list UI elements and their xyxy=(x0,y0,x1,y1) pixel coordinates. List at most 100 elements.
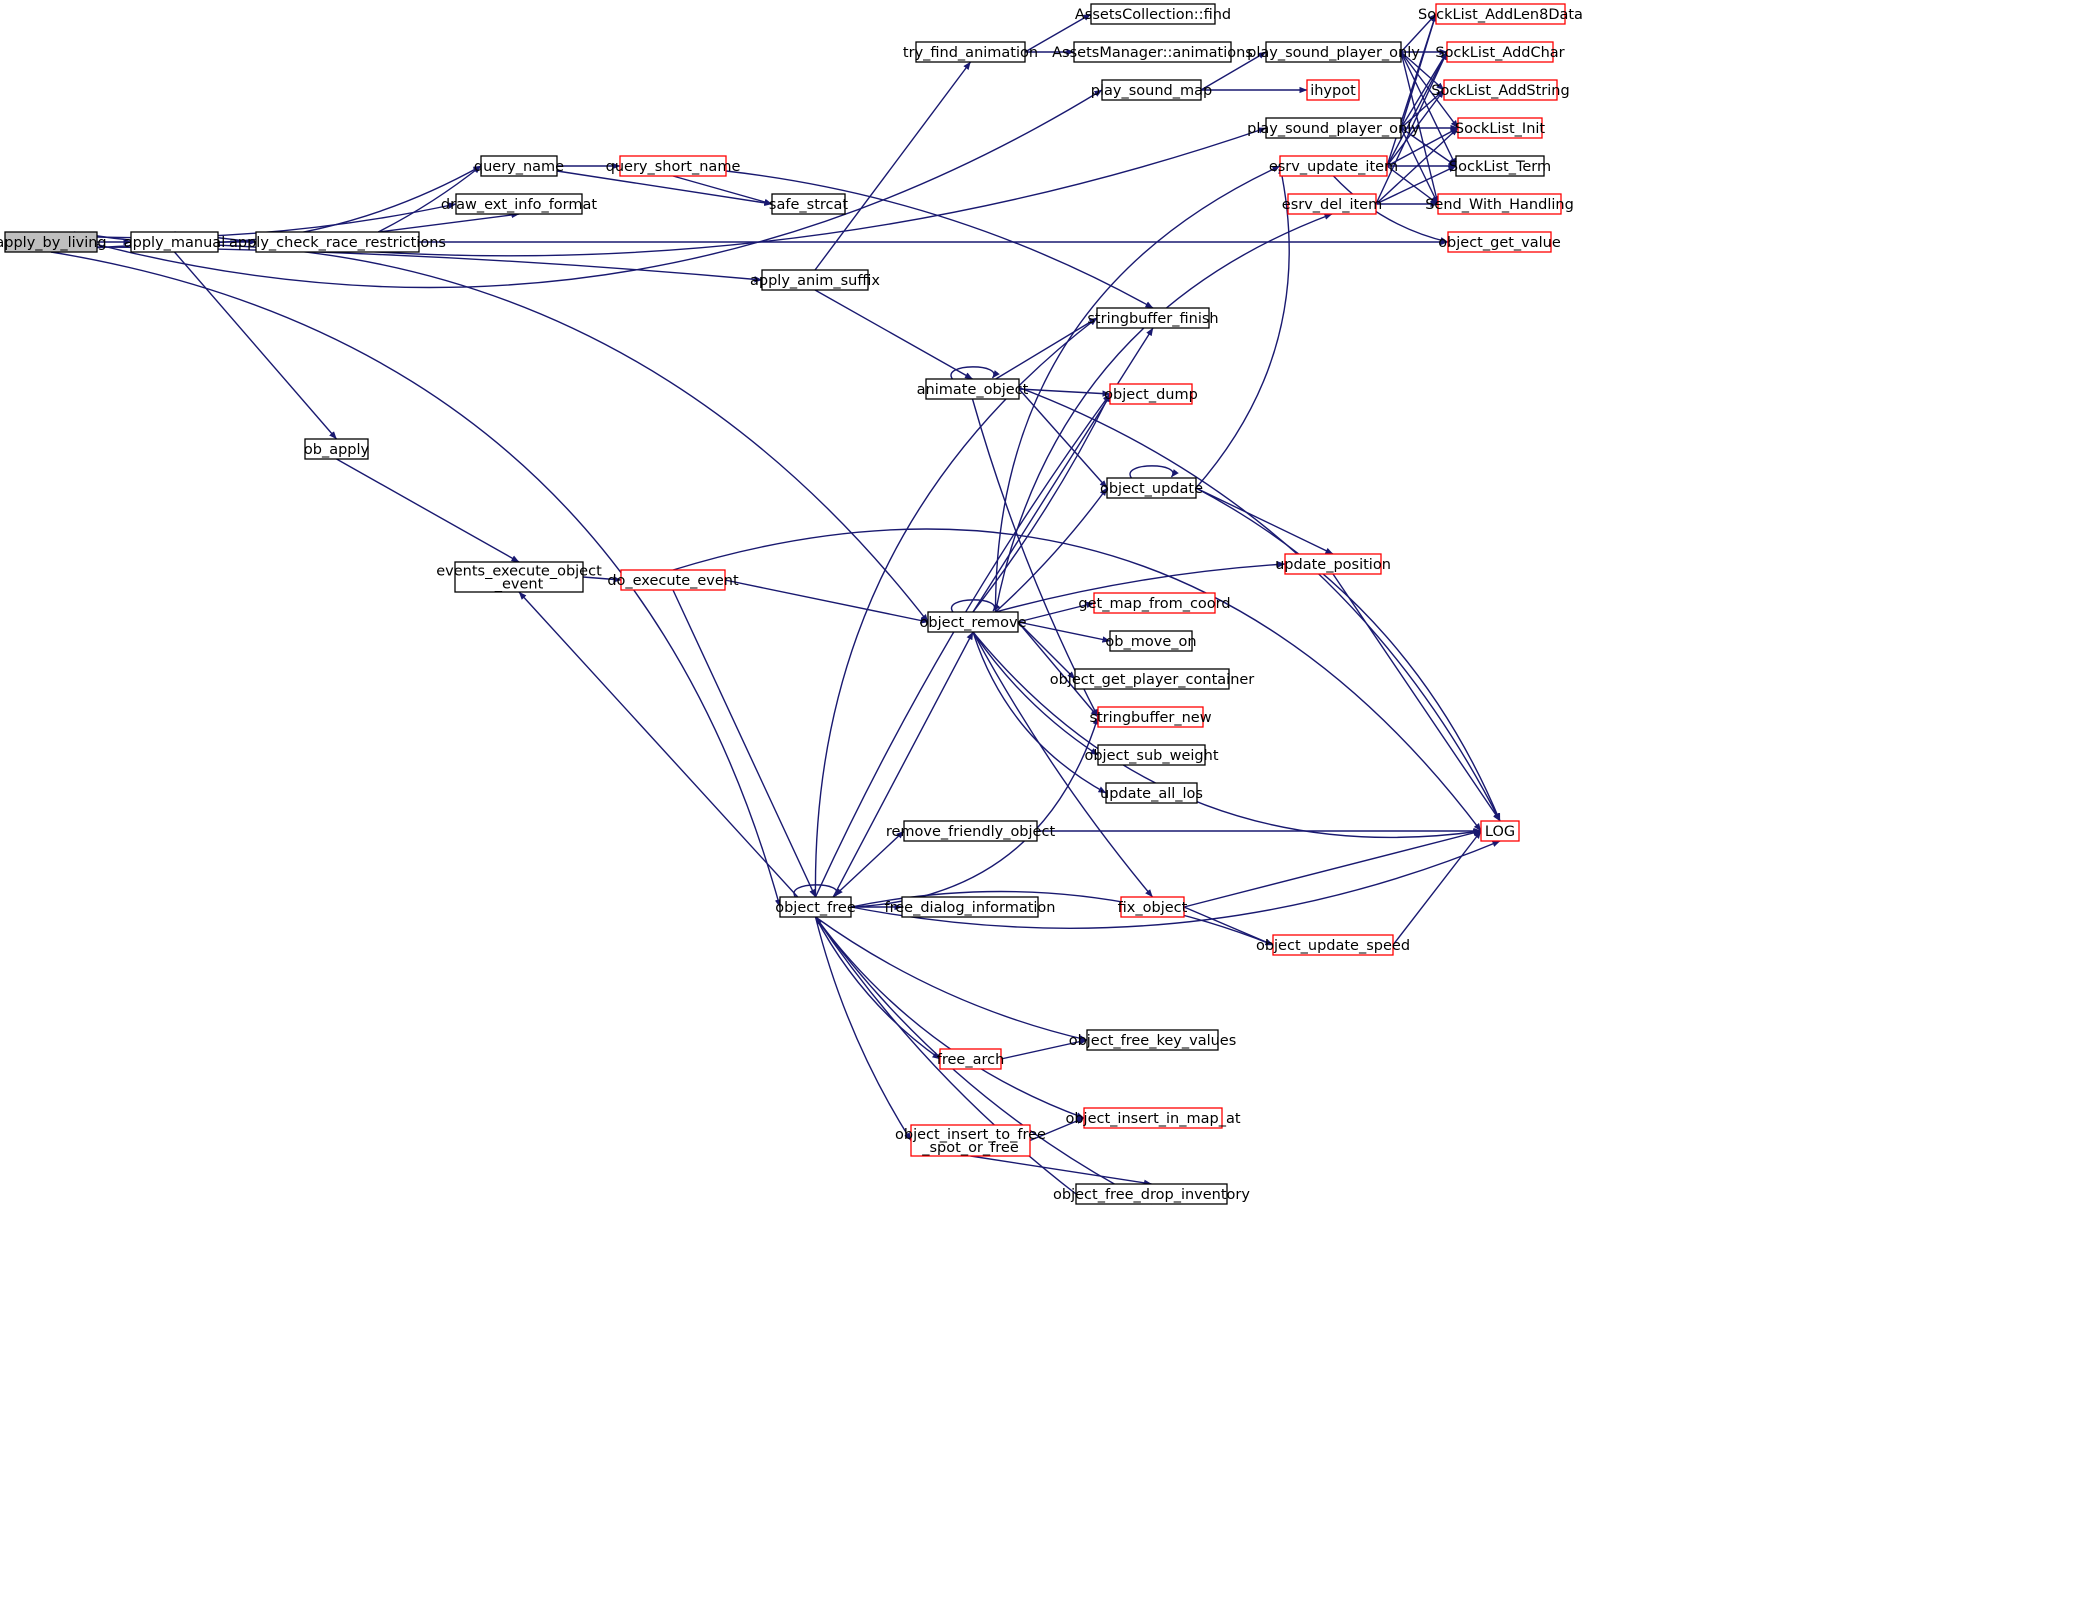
node-box xyxy=(255,231,420,253)
node-free_dialog_information[interactable]: free_dialog_information xyxy=(885,896,1056,918)
node-apply_by_living[interactable]: apply_by_living xyxy=(0,231,107,253)
node-object_free_key_values[interactable]: object_free_key_values xyxy=(1069,1029,1237,1051)
node-apply_anim_suffix[interactable]: apply_anim_suffix xyxy=(750,269,880,291)
node-box xyxy=(939,1048,1002,1070)
node-box xyxy=(1284,553,1382,575)
node-ob_move_on[interactable]: ob_move_on xyxy=(1105,630,1197,652)
node-label: get_map_from_coord xyxy=(1078,596,1230,612)
edge-esrv_update_item-to-SockList_AddLen8Data xyxy=(1386,13,1437,167)
node-label: apply_check_race_restrictions xyxy=(229,235,446,251)
node-object_free_drop_inventory[interactable]: object_free_drop_inventory xyxy=(1053,1183,1250,1205)
node-esrv_update_item[interactable]: esrv_update_item xyxy=(1269,155,1398,177)
edge-events_execute_object_event-to-do_execute_event xyxy=(582,576,622,583)
node-draw_ext_info_format[interactable]: draw_ext_info_format xyxy=(441,193,597,215)
node-SockList_Init[interactable]: SockList_Init xyxy=(1455,117,1546,139)
node-label: object_insert_to_free xyxy=(895,1127,1046,1143)
node-object_get_player_container[interactable]: object_get_player_container xyxy=(1050,668,1255,690)
edge-line xyxy=(950,366,1000,380)
edge-object_free-to-object_free_key_values xyxy=(815,916,1088,1042)
edge-apply_by_living-to-object_free xyxy=(50,251,782,908)
node-label: do_execute_event xyxy=(607,573,739,589)
node-object_update_speed[interactable]: object_update_speed xyxy=(1256,934,1410,956)
node-play_sound_map[interactable]: play_sound_map xyxy=(1091,79,1212,101)
edge-play_sound_map-to-play_sound_player_only_1 xyxy=(1200,51,1267,91)
node-try_find_animation[interactable]: try_find_animation xyxy=(903,41,1038,63)
node-free_arch[interactable]: free_arch xyxy=(937,1048,1005,1070)
node-apply_manual[interactable]: apply_manual xyxy=(124,231,225,253)
node-label: esrv_update_item xyxy=(1269,159,1398,175)
node-box xyxy=(130,231,219,253)
node-play_sound_player_only_1[interactable]: play_sound_player_only xyxy=(1247,41,1420,63)
node-object_sub_weight[interactable]: object_sub_weight xyxy=(1084,744,1219,766)
node-label: LOG xyxy=(1485,824,1515,840)
edge-object_update-to-object_update xyxy=(1129,465,1179,479)
node-SockList_Term[interactable]: SockList_Term xyxy=(1449,155,1551,177)
node-label: esrv_del_item xyxy=(1282,197,1382,213)
node-label: free_dialog_information xyxy=(885,900,1056,916)
node-label: object_get_value xyxy=(1438,235,1561,251)
node-label: object_dump xyxy=(1104,387,1198,403)
node-get_map_from_coord[interactable]: get_map_from_coord xyxy=(1078,592,1231,614)
node-stringbuffer_new[interactable]: stringbuffer_new xyxy=(1089,706,1212,728)
node-ob_apply[interactable]: ob_apply xyxy=(304,438,370,460)
node-remove_friendly_object[interactable]: remove_friendly_object xyxy=(886,820,1056,842)
node-query_short_name[interactable]: query_short_name xyxy=(606,155,741,177)
node-events_execute_object_event[interactable]: events_execute_object_event xyxy=(436,561,602,593)
node-apply_check_race_restrictions[interactable]: apply_check_race_restrictions xyxy=(229,231,446,253)
node-stringbuffer_finish[interactable]: stringbuffer_finish xyxy=(1087,307,1219,329)
node-LOG[interactable]: LOG xyxy=(1480,820,1520,842)
edge-do_execute_event-to-object_remove xyxy=(724,579,929,624)
node-safe_strcat[interactable]: safe_strcat xyxy=(769,193,848,215)
node-update_all_los[interactable]: update_all_los xyxy=(1100,782,1203,804)
node-update_position[interactable]: update_position xyxy=(1275,553,1391,575)
edge-animate_object-to-object_update xyxy=(1018,388,1108,489)
node-object_free[interactable]: object_free xyxy=(775,896,856,918)
edge-line xyxy=(814,916,1085,1119)
edge-object_remove-to-stringbuffer_finish xyxy=(972,327,1154,613)
node-box xyxy=(1443,79,1558,101)
node-box xyxy=(1265,41,1402,63)
node-box xyxy=(1446,41,1554,63)
node-box xyxy=(1097,744,1206,766)
node-box xyxy=(620,569,726,591)
node-object_insert_to_free_spot_or_free[interactable]: object_insert_to_free_spot_or_free xyxy=(895,1124,1046,1157)
edge-do_execute_event-to-object_free xyxy=(672,589,817,898)
edge-line xyxy=(814,393,1111,898)
node-AssetsManager_animations[interactable]: AssetsManager::animations xyxy=(1052,41,1253,63)
node-Send_With_Handling[interactable]: Send_With_Handling xyxy=(1425,193,1574,215)
node-animate_object[interactable]: animate_object xyxy=(917,378,1029,400)
edge-apply_check_race_restrictions-to-query_name xyxy=(377,165,482,233)
edge-line xyxy=(672,589,817,898)
node-object_get_value[interactable]: object_get_value xyxy=(1438,231,1561,253)
node-esrv_del_item[interactable]: esrv_del_item xyxy=(1282,193,1382,215)
node-object_remove[interactable]: object_remove xyxy=(920,611,1027,633)
node-object_dump[interactable]: object_dump xyxy=(1104,383,1198,405)
node-SockList_AddChar[interactable]: SockList_AddChar xyxy=(1435,41,1565,63)
node-box xyxy=(1287,193,1377,215)
edge-line xyxy=(972,631,1099,756)
node-label: object_sub_weight xyxy=(1084,748,1218,764)
node-SockList_AddLen8Data[interactable]: SockList_AddLen8Data xyxy=(1418,3,1583,25)
node-SockList_AddString[interactable]: SockList_AddString xyxy=(1431,79,1570,101)
edge-object_free-to-object_insert_in_map_at xyxy=(814,916,1085,1119)
edge-object_update_speed-to-LOG xyxy=(1392,830,1482,946)
edge-line xyxy=(1000,1038,1088,1060)
node-query_name[interactable]: query_name xyxy=(474,155,564,177)
node-AssetsCollection_find[interactable]: AssetsCollection::find xyxy=(1075,3,1231,25)
edge-esrv_update_item-to-SockList_AddChar xyxy=(1386,51,1448,167)
edge-line xyxy=(378,211,520,233)
edge-line xyxy=(1332,175,1449,244)
edge-object_free-to-remove_friendly_object xyxy=(832,830,905,898)
node-object_update[interactable]: object_update xyxy=(1100,477,1203,499)
edge-line xyxy=(1400,51,1445,91)
node-ihypot[interactable]: ihypot xyxy=(1306,79,1360,101)
edge-line xyxy=(994,213,1333,613)
node-fix_object[interactable]: fix_object xyxy=(1118,896,1188,918)
edge-line xyxy=(1392,830,1482,946)
node-object_insert_in_map_at[interactable]: object_insert_in_map_at xyxy=(1065,1107,1241,1129)
edge-line xyxy=(1386,89,1445,167)
node-do_execute_event[interactable]: do_execute_event xyxy=(607,569,739,591)
edge-esrv_update_item-to-SockList_AddString xyxy=(1386,89,1445,167)
edge-line xyxy=(556,170,773,207)
node-play_sound_player_only_2[interactable]: play_sound_player_only xyxy=(1247,117,1420,139)
